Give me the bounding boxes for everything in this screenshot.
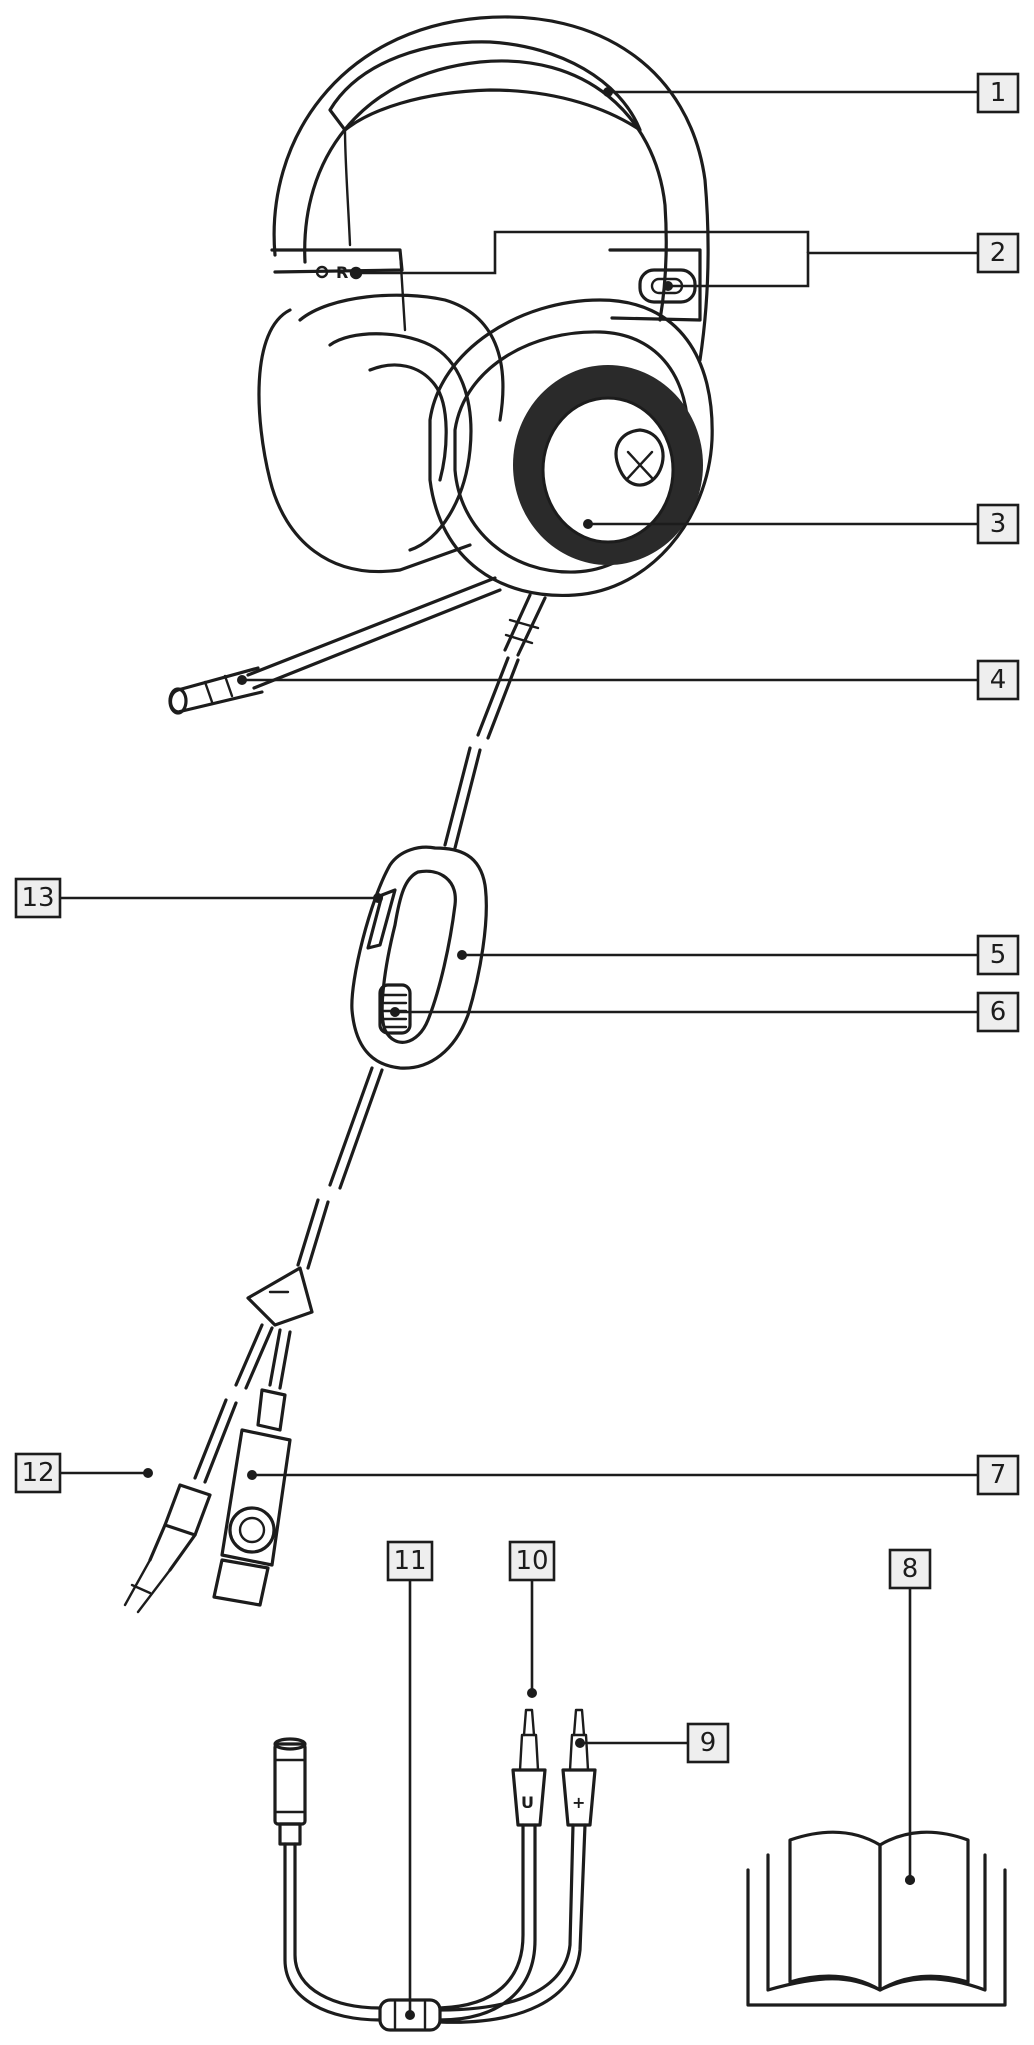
- svg-text:7: 7: [990, 1460, 1007, 1490]
- callout-4: 4: [976, 659, 1020, 701]
- y-splitter-adapter: U +: [273, 1708, 597, 2032]
- right-side-mark: R: [336, 263, 348, 282]
- callout-13: 13: [14, 877, 62, 919]
- svg-text:6: 6: [990, 997, 1007, 1027]
- callout-3: 3: [976, 503, 1020, 545]
- callout-10: 10: [508, 1540, 556, 1582]
- user-manual-illustration: [746, 1830, 1007, 2007]
- inline-volume-controller: [123, 845, 488, 1614]
- svg-text:11: 11: [393, 1546, 426, 1576]
- svg-text:9: 9: [700, 1728, 717, 1758]
- svg-text:13: 13: [21, 883, 54, 913]
- svg-text:U: U: [521, 1793, 534, 1812]
- callout-5: 5: [976, 934, 1020, 976]
- svg-text:+: +: [572, 1793, 585, 1812]
- leader-lines: [60, 87, 978, 2020]
- callout-9: 9: [686, 1722, 730, 1764]
- callout-7: 7: [976, 1454, 1020, 1496]
- callout-11: 11: [386, 1540, 434, 1582]
- svg-text:8: 8: [902, 1554, 919, 1584]
- callout-2: 2: [976, 232, 1020, 274]
- svg-text:5: 5: [990, 940, 1007, 970]
- svg-text:4: 4: [990, 665, 1007, 695]
- callout-12: 12: [14, 1452, 62, 1494]
- svg-text:1: 1: [990, 78, 1007, 108]
- svg-text:12: 12: [21, 1458, 54, 1488]
- callout-8: 8: [888, 1548, 932, 1590]
- svg-text:3: 3: [990, 509, 1007, 539]
- svg-text:2: 2: [990, 238, 1007, 268]
- svg-text:10: 10: [515, 1546, 548, 1576]
- headset-illustration: R: [168, 15, 714, 850]
- callout-1: 1: [976, 72, 1020, 114]
- callout-6: 6: [976, 991, 1020, 1033]
